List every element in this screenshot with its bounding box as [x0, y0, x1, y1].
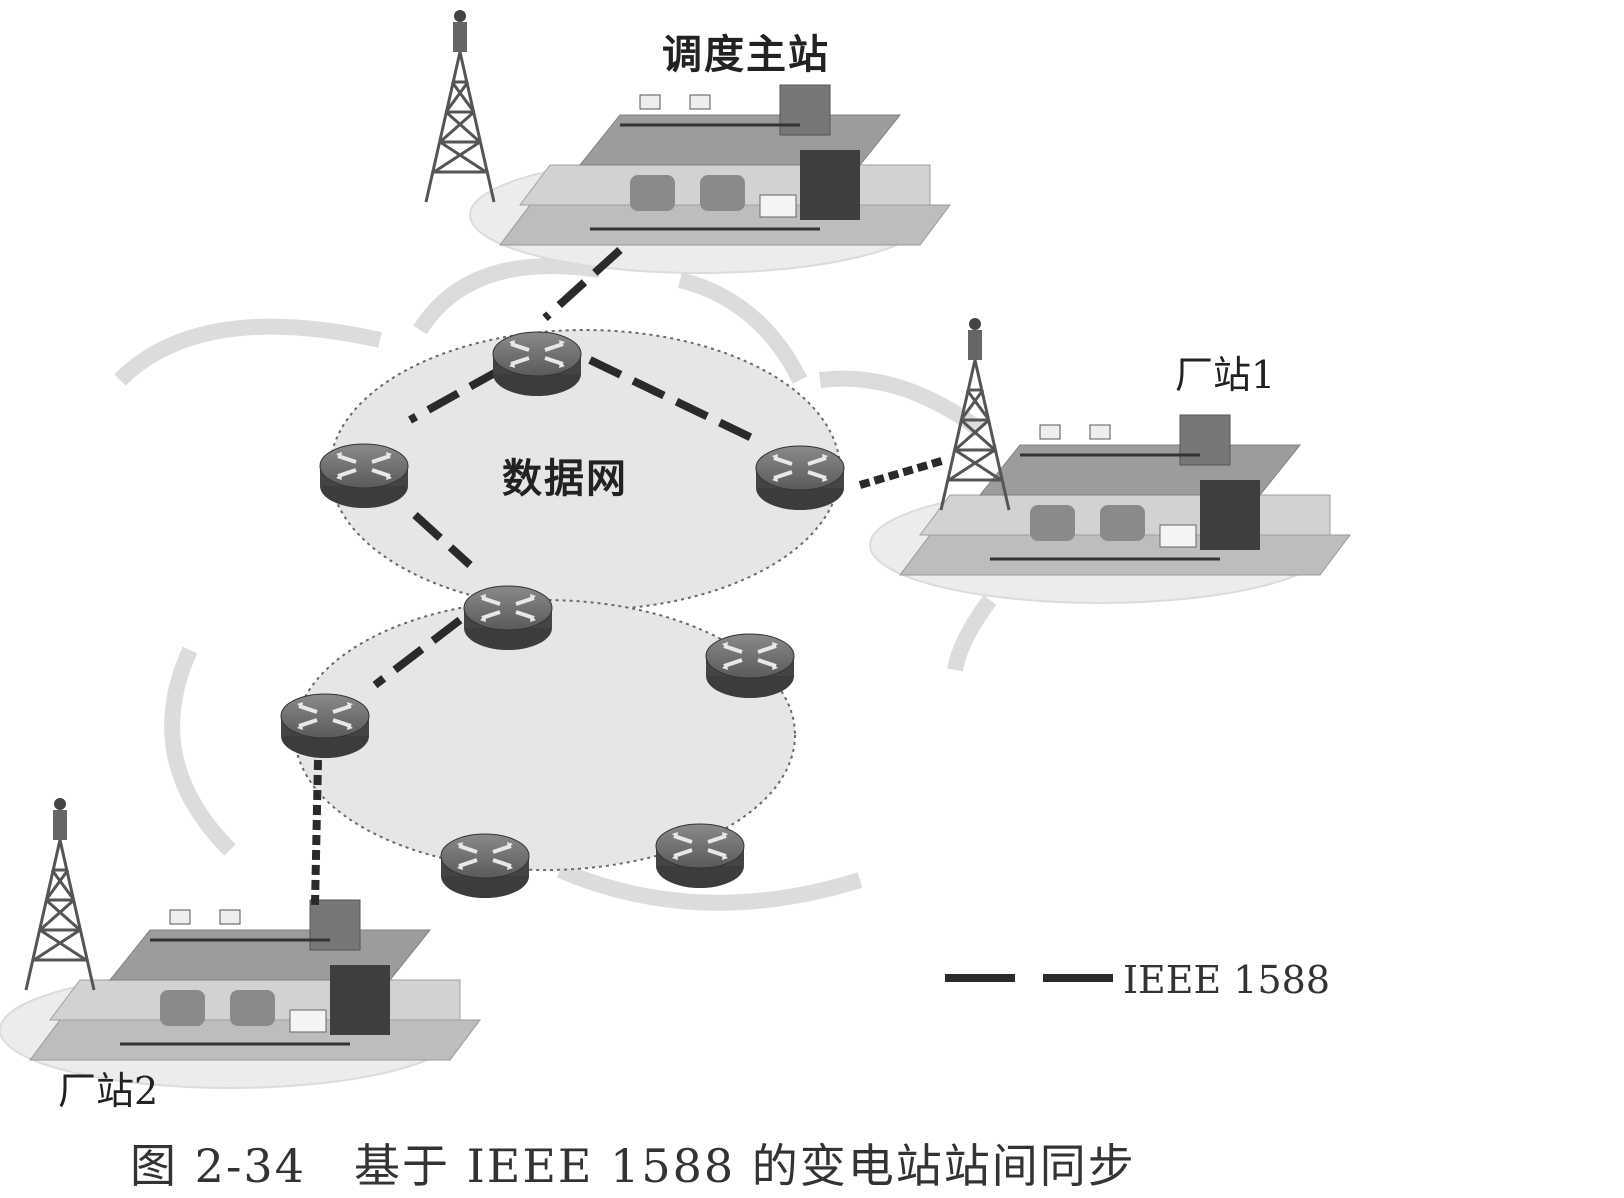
router-icon [279, 692, 371, 760]
tower-icon [424, 8, 496, 204]
router-icon [318, 442, 410, 510]
router-icon [754, 444, 846, 512]
tower-icon [24, 796, 96, 992]
router-icon [462, 584, 554, 652]
figure-caption: 图 2-34 基于 IEEE 1588 的变电站站间同步 [130, 1139, 1136, 1193]
plant1-label: 厂站1 [1175, 353, 1276, 397]
router-icon [704, 632, 796, 700]
router-icon [491, 330, 583, 398]
main-station-label: 调度主站 [662, 31, 830, 78]
main-station-building [468, 83, 952, 275]
background-cloud [114, 258, 997, 911]
router-icon [439, 832, 531, 900]
router-icon [654, 822, 746, 890]
data-network-label: 数据网 [502, 455, 628, 502]
legend-label: IEEE 1588 [1123, 958, 1331, 1002]
plant2-label: 厂站2 [58, 1069, 159, 1113]
ieee1588-links [311, 247, 947, 906]
